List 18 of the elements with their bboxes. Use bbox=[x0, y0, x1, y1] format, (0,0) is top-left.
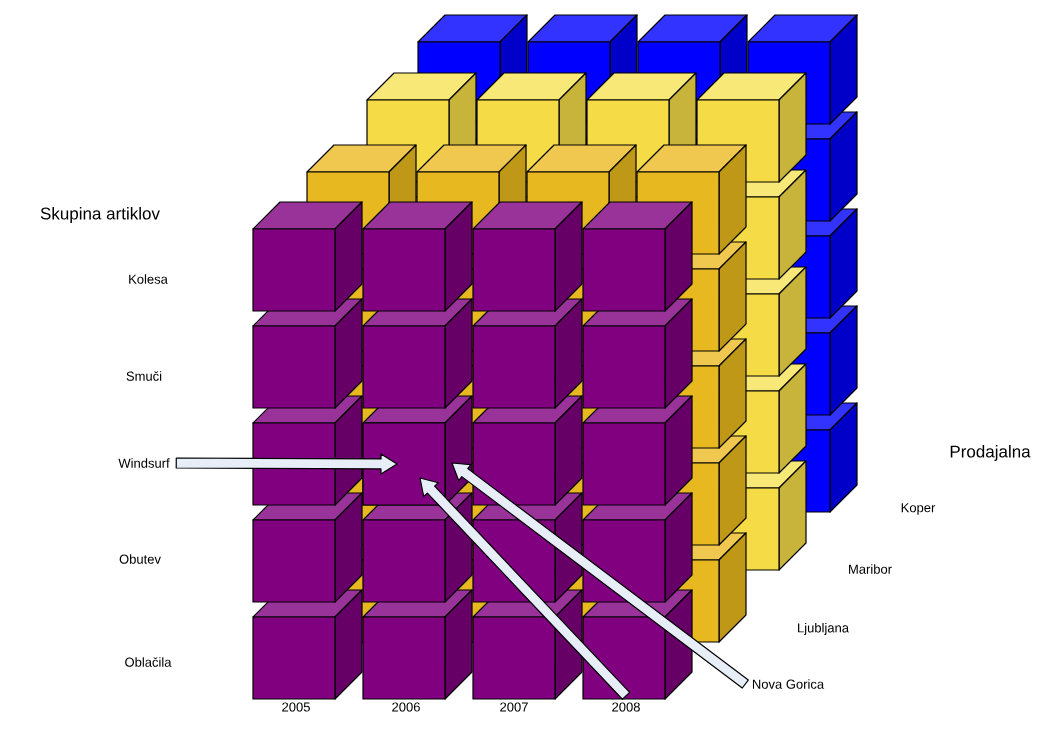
row-label: Obutev bbox=[119, 554, 161, 564]
block-arrow bbox=[419, 477, 631, 700]
block-arrow bbox=[451, 462, 749, 689]
axis-title: Prodajalna bbox=[950, 445, 1031, 461]
axis-label: 2008 bbox=[612, 702, 640, 712]
axis-label: Windsurf bbox=[118, 458, 170, 468]
column-label: 2007 bbox=[500, 702, 528, 712]
axis-title: Skupina artiklov bbox=[40, 207, 160, 223]
block-arrow bbox=[175, 453, 398, 475]
row-label: Kolesa bbox=[129, 274, 168, 284]
column-label: 2005 bbox=[282, 702, 310, 712]
depth-label: Koper bbox=[901, 503, 936, 515]
axis-label: Nova Gorica bbox=[752, 679, 825, 689]
depth-label: Ljubljana bbox=[798, 622, 849, 636]
depth-label: Maribor bbox=[849, 564, 892, 574]
row-label: Oblačila bbox=[125, 657, 172, 667]
column-label: 2006 bbox=[392, 702, 420, 712]
row-label: Smuči bbox=[126, 371, 162, 381]
